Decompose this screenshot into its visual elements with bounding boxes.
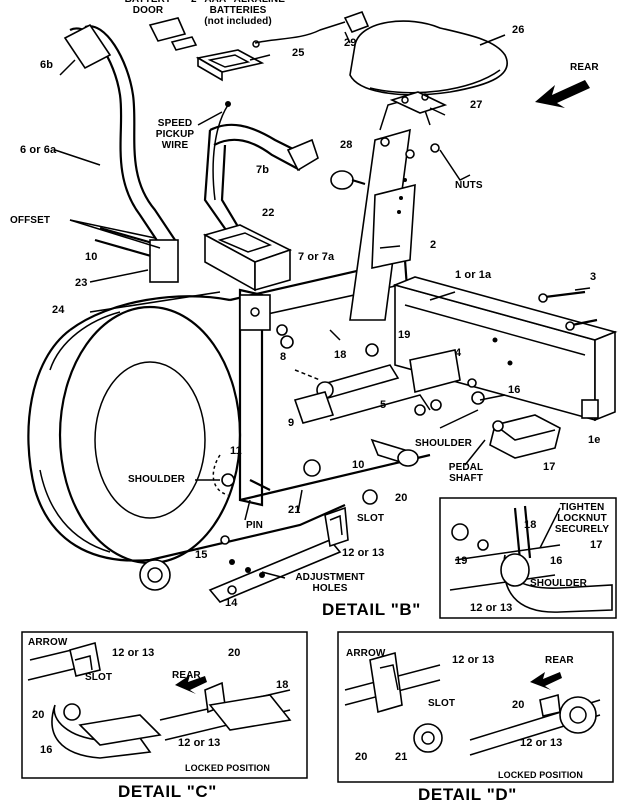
- part-24: 24: [52, 304, 65, 316]
- label-rear-top: REAR: [570, 62, 599, 73]
- label-batteries: 2 "AAA" ALKALINE BATTERIES (not included…: [191, 0, 285, 27]
- part-1: 1 or 1a: [455, 269, 492, 281]
- part-20-d-top: 20: [512, 699, 525, 711]
- label-nuts: NUTS: [455, 180, 483, 191]
- part-20-main: 20: [395, 492, 408, 504]
- part-16-b: 16: [550, 555, 563, 567]
- label-rear-d: REAR: [545, 655, 574, 666]
- part-12-b: 12 or 13: [470, 602, 513, 614]
- part-2: 2: [430, 239, 437, 251]
- part-23: 23: [75, 277, 88, 289]
- battery-compartment: [148, 10, 370, 201]
- detail-d-title: DETAIL "D": [418, 785, 517, 804]
- label-speed-pickup-wire: SPEED PICKUP WIRE: [155, 118, 195, 151]
- nuts-group: [380, 137, 471, 181]
- part-6b: 6b: [40, 59, 54, 71]
- label-rear-c: REAR: [172, 670, 201, 681]
- part-17-b: 17: [590, 539, 603, 551]
- rear-stabilizer: [392, 276, 618, 422]
- part-18-main: 18: [334, 349, 347, 361]
- part-7: 7 or 7a: [298, 251, 335, 263]
- part-22: 22: [262, 207, 275, 219]
- part-7b: 7b: [256, 164, 270, 176]
- part-15: 15: [195, 549, 208, 561]
- part-20-d-bottom: 20: [355, 751, 368, 763]
- part-12-main: 12 or 13: [342, 547, 385, 559]
- seat-bracket: [389, 91, 448, 114]
- detail-d-frame: [337, 631, 614, 783]
- label-locked-position-d: LOCKED POSITION: [498, 770, 584, 780]
- part-28: 28: [340, 139, 353, 151]
- front-handlebar: [63, 23, 179, 283]
- label-shoulder-b: SHOULDER: [530, 578, 587, 589]
- seat-post: [349, 95, 431, 321]
- part-8: 8: [280, 351, 287, 363]
- label-tighten-locknut: TIGHTEN LOCKNUT SECURELY: [554, 502, 610, 535]
- part-16-main: 16: [508, 384, 521, 396]
- part-17-main: 17: [543, 461, 556, 473]
- detail-b-frame: [439, 497, 617, 619]
- part-19-main: 19: [398, 329, 411, 341]
- label-slot-main: SLOT: [357, 513, 385, 524]
- label-adjustment-holes: ADJUSTMENT HOLES: [295, 572, 365, 594]
- part-12-c: 12 or 13: [112, 647, 155, 659]
- part-10-bottom: 10: [352, 459, 365, 471]
- leader-lines: [54, 31, 591, 579]
- label-slot-d: SLOT: [428, 698, 456, 709]
- detail-b-title: DETAIL "B": [322, 600, 421, 619]
- label-locked-position-c: LOCKED POSITION: [185, 763, 271, 773]
- part-21-main: 21: [288, 504, 301, 516]
- part-19-b: 19: [455, 555, 468, 567]
- pedal-main: [489, 414, 561, 459]
- detail-c-title: DETAIL "C": [118, 782, 217, 801]
- slot-bracket: [208, 489, 378, 603]
- part-12-c-bottom: 12 or 13: [178, 737, 221, 749]
- part-14: 14: [225, 597, 238, 609]
- label-pedal-shaft: PEDAL SHAFT: [448, 462, 484, 484]
- label-offset: OFFSET: [10, 215, 51, 226]
- adjustment-knob: [330, 170, 366, 190]
- crank-assembly: [212, 324, 485, 496]
- detail-c-frame: [21, 631, 308, 779]
- label-battery-door: BATTERY DOOR: [125, 0, 172, 16]
- flywheel-housing: [27, 258, 431, 591]
- part-25: 25: [292, 47, 305, 59]
- part-10-top: 10: [85, 251, 98, 263]
- label-arrow-c: ARROW: [28, 637, 68, 648]
- part-12-d: 12 or 13: [452, 654, 495, 666]
- part-11: 11: [230, 445, 242, 457]
- part-9: 9: [288, 417, 295, 429]
- rear-bolts: [538, 290, 598, 331]
- part-16-c: 16: [40, 744, 53, 756]
- part-21-d: 21: [395, 751, 408, 763]
- upright-column: [238, 288, 271, 507]
- console: [202, 224, 293, 292]
- label-shoulder-left: SHOULDER: [128, 474, 185, 485]
- part-26: 26: [512, 24, 525, 36]
- part-5: 5: [380, 399, 387, 411]
- rear-direction-arrow: [535, 80, 590, 108]
- part-29: 29: [344, 37, 357, 49]
- part-20-c-top: 20: [228, 647, 241, 659]
- part-18-c: 18: [276, 679, 289, 691]
- part-18-b: 18: [524, 519, 537, 531]
- label-slot-c: SLOT: [85, 672, 113, 683]
- label-arrow-d: ARROW: [346, 648, 386, 659]
- label-shoulder-main: SHOULDER: [415, 438, 472, 449]
- part-20-c-bottom: 20: [32, 709, 45, 721]
- part-6: 6 or 6a: [20, 144, 57, 156]
- part-3: 3: [590, 271, 597, 283]
- part-1e: 1e: [588, 434, 601, 446]
- part-27: 27: [470, 99, 483, 111]
- part-4: 4: [455, 347, 462, 359]
- part-12-d-bottom: 12 or 13: [520, 737, 563, 749]
- seat: [349, 20, 508, 96]
- label-pin: PIN: [246, 520, 263, 531]
